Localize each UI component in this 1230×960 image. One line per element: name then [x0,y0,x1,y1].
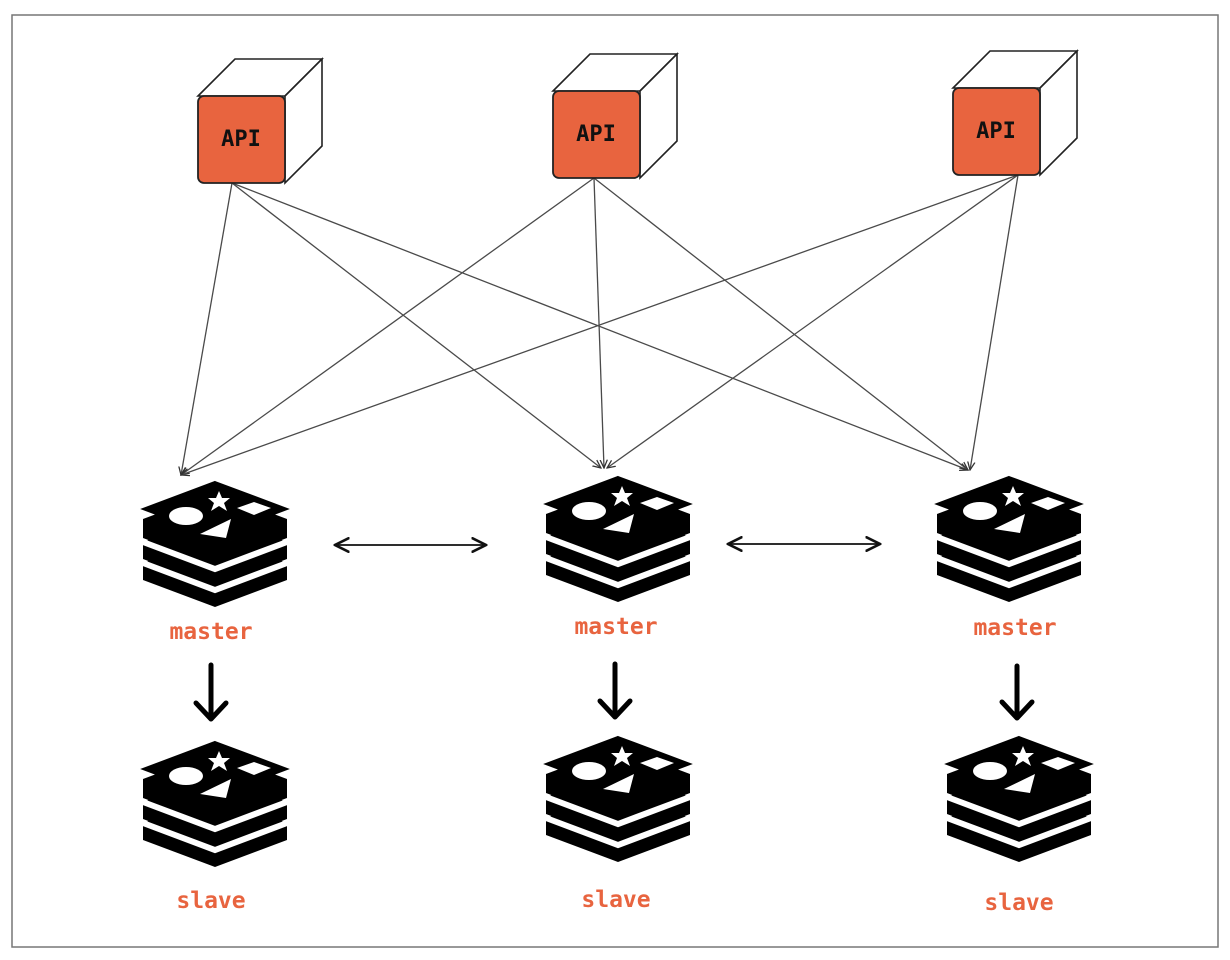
connector-api3-master1 [181,174,1019,475]
master3-slave3-arrow [999,663,1035,721]
api-label: API [576,122,616,147]
api-master-connectors [181,174,1019,475]
slave-node-1: slave [143,742,287,914]
api-node-3: API [951,49,1079,177]
master2-slave2-arrow [597,661,633,720]
api-node-1: API [196,57,324,185]
slave-label: slave [176,888,245,914]
connector-api1-master1 [181,182,233,475]
connector-api3-master3 [970,174,1019,470]
api-cube-front [952,87,1041,176]
master1-slave1-arrow [193,662,229,722]
master-node-2: master [546,477,690,640]
slave-label: slave [581,887,650,913]
api-cube-front [197,95,286,184]
api-label: API [221,127,261,152]
connector-api2-master1 [181,177,595,475]
api-cube-front [552,90,641,179]
api-node-2: API [551,52,679,180]
slave-node-2: slave [546,737,690,913]
redis-icon [546,737,690,862]
redis-icon [947,737,1091,862]
connector-api2-master3 [593,177,968,470]
connector-api3-master2 [607,174,1019,468]
master-label: master [169,619,252,645]
frame-border [11,14,1219,948]
slave-label: slave [984,890,1053,916]
master-label: master [574,614,657,640]
slave-node-3: slave [947,737,1091,916]
master-node-1: master [143,482,287,645]
connector-api1-master3 [231,182,968,470]
connector-api2-master2 [593,177,604,468]
redis-icon [143,742,287,867]
api-label: API [976,119,1016,144]
redis-icon [546,477,690,602]
redis-icon [143,482,287,607]
redis-icon [937,477,1081,602]
connector-api1-master2 [231,182,601,468]
master-node-3: master [937,477,1081,641]
master-label: master [973,615,1056,641]
